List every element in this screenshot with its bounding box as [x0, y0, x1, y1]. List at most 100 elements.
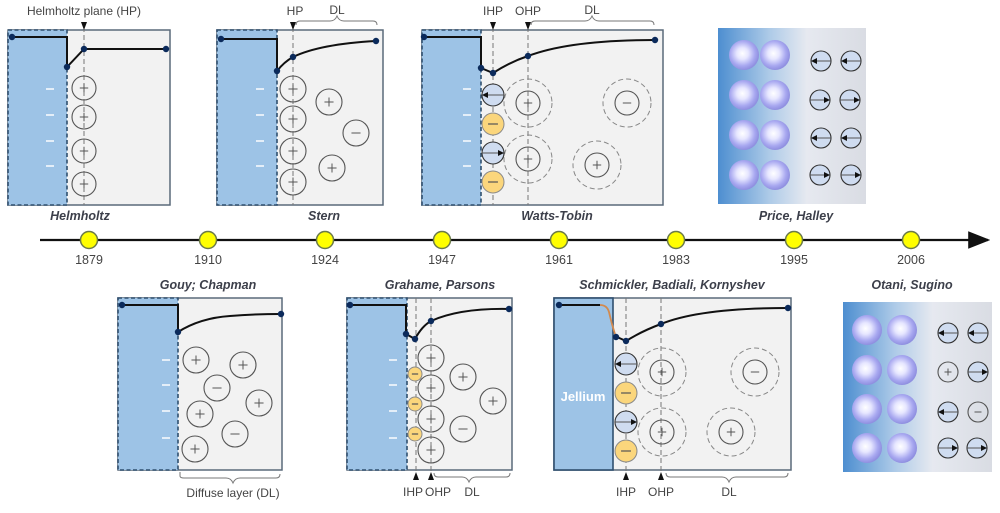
ihp-label: IHP: [403, 485, 423, 499]
panel-watts-tobin: IHP OHP DL: [420, 3, 664, 206]
cation-icon: [515, 146, 541, 172]
era-label-gouy-chapman: Gouy; Chapman: [160, 278, 257, 292]
diffuse-layer-brace: [295, 14, 378, 26]
era-label-schmickler-badiali-kornyshev: Schmickler, Badiali, Kornyshev: [579, 278, 766, 292]
adsorbed-anion-icon: [614, 439, 638, 463]
potential-node: [411, 335, 419, 343]
potential-node: [162, 45, 170, 53]
plane-marker-icon: [623, 472, 629, 480]
cation-icon: [245, 389, 273, 417]
dipole-left-icon: [937, 322, 959, 344]
adsorbed-anion-icon: [481, 170, 505, 194]
solvation-shell: [503, 78, 553, 128]
dipole-right-icon: [481, 141, 505, 165]
cation-icon: [417, 374, 445, 402]
potential-nodes: [8, 33, 170, 71]
electrode-region: [7, 29, 68, 206]
water-dipoles: [481, 83, 505, 165]
cation-icon: [181, 435, 209, 463]
dipole-right-icon: [937, 437, 959, 459]
cation-icon: [718, 419, 744, 445]
era-label-helmholtz: Helmholtz: [50, 209, 110, 223]
diffuse-layer-label: Diffuse layer (DL): [186, 486, 279, 500]
year-label-1983: 1983: [662, 253, 690, 267]
potential-node: [489, 69, 497, 77]
cation-icon: [649, 359, 675, 385]
metal-atom-icon: [887, 433, 917, 463]
year-label-2006: 2006: [897, 253, 925, 267]
cation-icon: [71, 104, 97, 130]
ohp-label: OHP: [425, 485, 451, 499]
potential-node: [402, 330, 410, 338]
diffuse-layer-brace: [530, 14, 655, 26]
solvation-shell: [637, 347, 687, 397]
dipole-left-icon: [937, 401, 959, 423]
cation-icon: [71, 138, 97, 164]
cation-icon: [937, 361, 959, 383]
era-label-otani-sugino: Otani, Sugino: [871, 278, 953, 292]
dipole-left-icon: [810, 127, 832, 149]
potential-node: [273, 67, 281, 75]
cation-icon: [449, 363, 477, 391]
cation-icon: [279, 105, 307, 133]
potential-node: [524, 52, 532, 60]
potential-node: [784, 304, 792, 312]
plane-marker-icon: [428, 472, 434, 480]
timeline-dot-1961: [549, 230, 569, 250]
electrode-charges: [389, 359, 397, 439]
dipole-right-icon: [839, 89, 861, 111]
adsorbed-anion-icon: [407, 396, 423, 412]
ohp-label: OHP: [648, 485, 674, 499]
potential-profile: [122, 304, 282, 334]
ions: [649, 359, 768, 445]
timeline-dot-1879: [79, 230, 99, 250]
panel-helmholtz: Helmholtz plane (HP): [7, 4, 171, 206]
adsorbed-anions: [407, 366, 423, 442]
adsorbed-anion-icon: [481, 112, 505, 136]
potential-node: [174, 328, 182, 336]
metal-atom-icon: [887, 355, 917, 385]
cation-icon: [417, 344, 445, 372]
metal-atom-icon: [852, 394, 882, 424]
water-dipoles: [809, 50, 862, 186]
cation-icon: [71, 171, 97, 197]
solvation-shell: [572, 140, 622, 190]
metal-atom-icon: [760, 160, 790, 190]
plane-marker-icon: [658, 472, 664, 480]
year-label-1961: 1961: [545, 253, 573, 267]
potential-nodes: [118, 301, 285, 336]
solvation-shell: [637, 407, 687, 457]
diffuse-layer-brace: [179, 472, 281, 485]
diffuse-layer-brace: [433, 472, 511, 484]
timeline-dot-1910: [198, 230, 218, 250]
metal-atom-icon: [852, 315, 882, 345]
plane-marker-icon: [290, 22, 296, 30]
potential-node: [477, 64, 485, 72]
potential-node: [217, 35, 225, 43]
adsorbed-anion-icon: [407, 366, 423, 382]
era-labels: Helmholtz Stern Watts-Tobin Price, Halle…: [50, 209, 953, 292]
cation-icon: [318, 154, 346, 182]
solvation-shell: [503, 134, 553, 184]
dipole-right-icon: [809, 164, 831, 186]
metal-atom-icon: [887, 315, 917, 345]
timeline-dot-1983: [666, 230, 686, 250]
metal-atom-icon: [852, 355, 882, 385]
dipole-left-icon: [967, 322, 989, 344]
potential-node: [346, 301, 354, 309]
year-label-1924: 1924: [311, 253, 339, 267]
potential-profile: [559, 304, 789, 343]
timeline-dot-1947: [432, 230, 452, 250]
year-label-1910: 1910: [194, 253, 222, 267]
anion-icon: [742, 359, 768, 385]
timeline-dot-2006: [901, 230, 921, 250]
adsorbed-anion-icon: [614, 381, 638, 405]
metal-atom-icon: [729, 80, 759, 110]
anion-icon: [967, 401, 989, 423]
cation-icon: [186, 400, 214, 428]
era-label-stern: Stern: [308, 209, 340, 223]
potential-node: [277, 310, 285, 318]
adsorbed-anions: [614, 381, 638, 463]
dipole-left-icon: [810, 50, 832, 72]
